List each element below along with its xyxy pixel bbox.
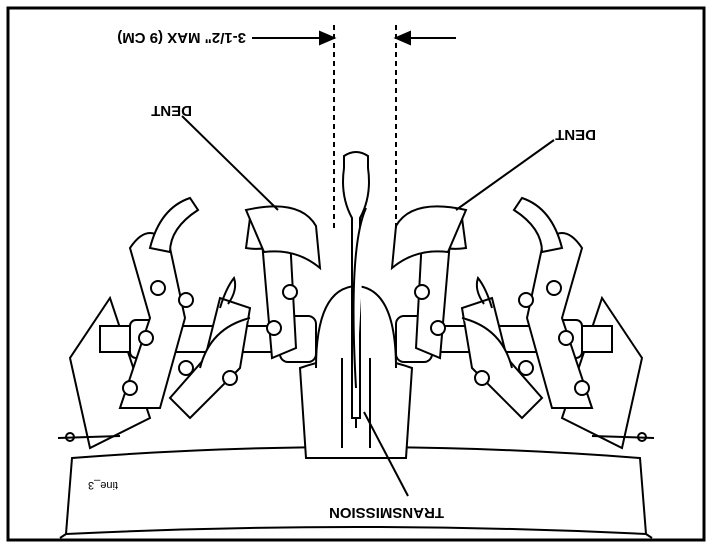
leader-lines [181,115,555,497]
figure-code: tine_3 [88,479,118,491]
side-shields [68,295,644,450]
measurement-label: 3-1/2" MAX (9 CM) [117,29,246,46]
right-tines [118,196,322,420]
center-tine [342,151,370,419]
diagram-frame [6,6,706,542]
tiller-housing [57,432,655,539]
measurement-guides [333,24,397,228]
dent-label-right: DENT [151,102,192,119]
dent-label-left: DENT [555,126,596,143]
bolts [122,280,590,396]
hair-pins [219,275,493,309]
measurement-arrows [252,30,456,46]
left-tines [390,196,594,420]
transmission-label: TRANSMISSION [329,504,444,521]
